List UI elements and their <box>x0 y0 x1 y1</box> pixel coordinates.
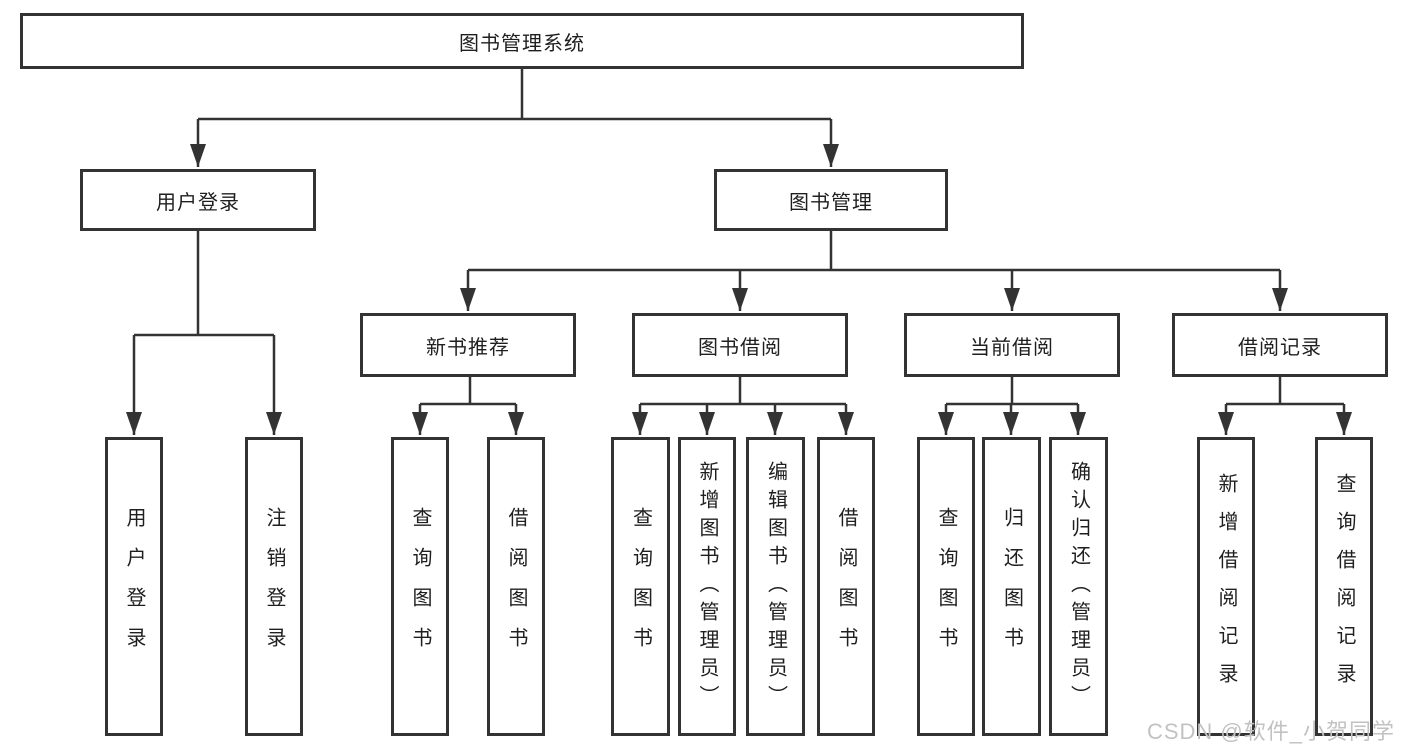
leaf-bb-add-books-admin: 新增图书（管理员） <box>678 437 736 736</box>
leaf-br-query-record: 查询借阅记录 <box>1315 437 1373 736</box>
node-book-borrowing-label: 图书借阅 <box>698 336 782 359</box>
node-new-book-recommendation-label: 新书推荐 <box>426 336 510 359</box>
node-current-borrowing-label: 当前借阅 <box>970 336 1054 359</box>
leaf-br-query-record-label: 查询借阅记录 <box>1333 472 1355 701</box>
leaf-logout-label: 注销登录 <box>263 506 285 667</box>
node-borrowing-records-label: 借阅记录 <box>1238 336 1322 359</box>
leaf-bb-add-books-admin-label: 新增图书（管理员） <box>696 460 718 713</box>
node-new-book-recommendation: 新书推荐 <box>360 313 576 377</box>
node-book-borrowing: 图书借阅 <box>632 313 848 377</box>
node-root: 图书管理系统 <box>20 13 1024 69</box>
node-user-login: 用户登录 <box>80 169 316 231</box>
leaf-br-add-record: 新增借阅记录 <box>1197 437 1255 736</box>
leaf-cb-return-books: 归还图书 <box>982 437 1041 736</box>
leaf-user-login: 用户登录 <box>105 437 163 736</box>
csdn-watermark: CSDN @软件_小贺同学 <box>1146 719 1395 744</box>
leaf-logout: 注销登录 <box>245 437 303 736</box>
leaf-bb-query-books: 查询图书 <box>611 437 670 736</box>
leaf-bb-borrow-books: 借阅图书 <box>817 437 875 736</box>
leaf-rec-query-books: 查询图书 <box>391 437 449 736</box>
leaf-cb-query-books-label: 查询图书 <box>935 506 957 667</box>
leaf-user-login-label: 用户登录 <box>123 506 145 667</box>
node-borrowing-records: 借阅记录 <box>1172 313 1388 377</box>
leaf-rec-borrow-books-label: 借阅图书 <box>505 506 527 667</box>
node-user-login-label: 用户登录 <box>156 191 240 214</box>
leaf-bb-edit-books-admin-label: 编辑图书（管理员） <box>764 460 787 713</box>
leaf-cb-query-books: 查询图书 <box>917 437 975 736</box>
leaf-cb-return-books-label: 归还图书 <box>1000 506 1023 667</box>
leaf-bb-borrow-books-label: 借阅图书 <box>835 506 857 667</box>
leaf-bb-edit-books-admin: 编辑图书（管理员） <box>746 437 805 736</box>
leaf-bb-query-books-label: 查询图书 <box>629 506 652 667</box>
leaf-rec-query-books-label: 查询图书 <box>409 506 431 667</box>
leaf-cb-confirm-return-admin-label: 确认归还（管理员） <box>1067 460 1090 713</box>
node-root-label: 图书管理系统 <box>459 32 585 55</box>
node-book-management: 图书管理 <box>714 169 948 231</box>
leaf-br-add-record-label: 新增借阅记录 <box>1215 472 1237 701</box>
node-book-management-label: 图书管理 <box>789 191 873 214</box>
leaf-cb-confirm-return-admin: 确认归还（管理员） <box>1049 437 1108 736</box>
node-current-borrowing: 当前借阅 <box>904 313 1120 377</box>
leaf-rec-borrow-books: 借阅图书 <box>487 437 545 736</box>
